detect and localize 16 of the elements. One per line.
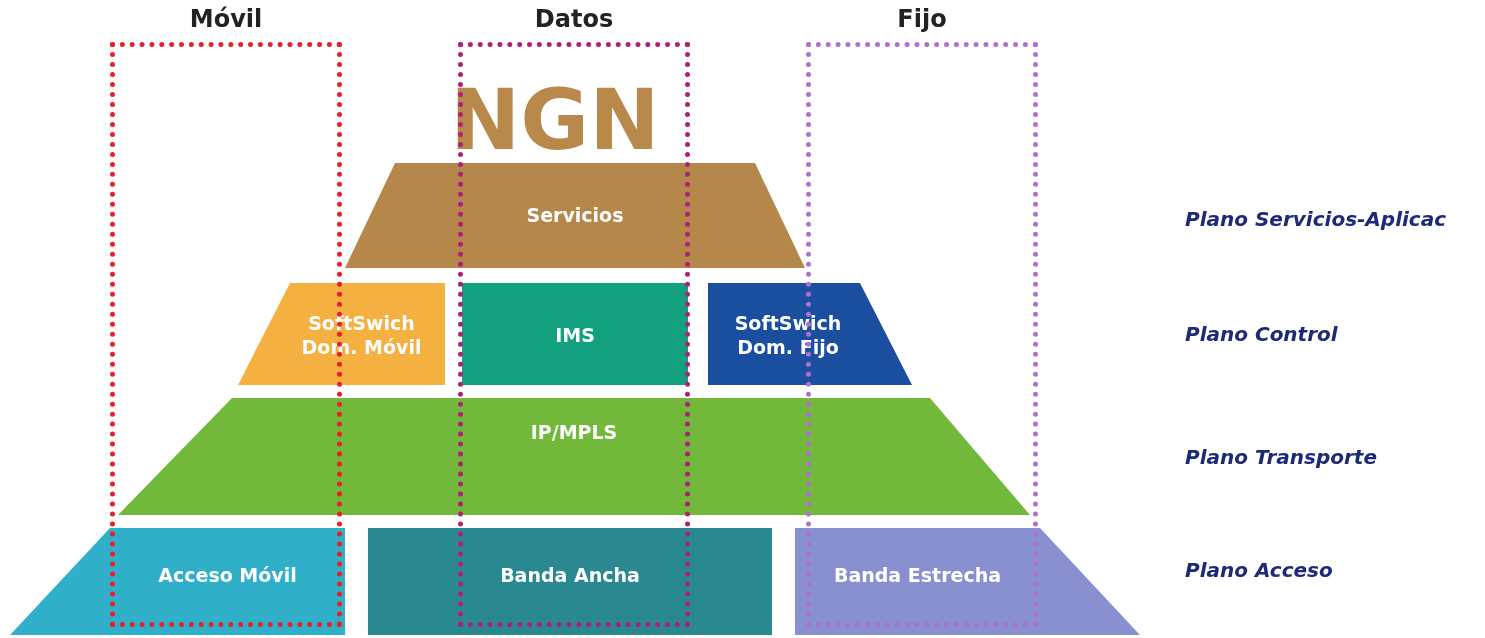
- plane-label: Plano Control: [1185, 322, 1338, 346]
- layer-label: IMS: [554, 323, 596, 347]
- layer-label: SoftSwich Dom. Fijo: [733, 311, 843, 359]
- plane-label: Plano Acceso: [1185, 558, 1333, 582]
- layer-label: SoftSwich Dom. Móvil: [300, 311, 423, 359]
- ngn-heading: NGN: [450, 78, 660, 162]
- column-heading: Datos: [533, 5, 615, 33]
- layer-label: Acceso Móvil: [157, 563, 298, 587]
- column-heading: Móvil: [188, 5, 264, 33]
- layer-label: Banda Ancha: [499, 563, 641, 587]
- layer-label: Banda Estrecha: [832, 563, 1003, 587]
- plane-label: Plano Servicios-Aplicac: [1185, 207, 1447, 231]
- layer-label: Servicios: [525, 203, 625, 227]
- plane-label: Plano Transporte: [1185, 445, 1377, 469]
- layer-label: IP/MPLS: [529, 420, 619, 444]
- column-heading: Fijo: [896, 5, 948, 33]
